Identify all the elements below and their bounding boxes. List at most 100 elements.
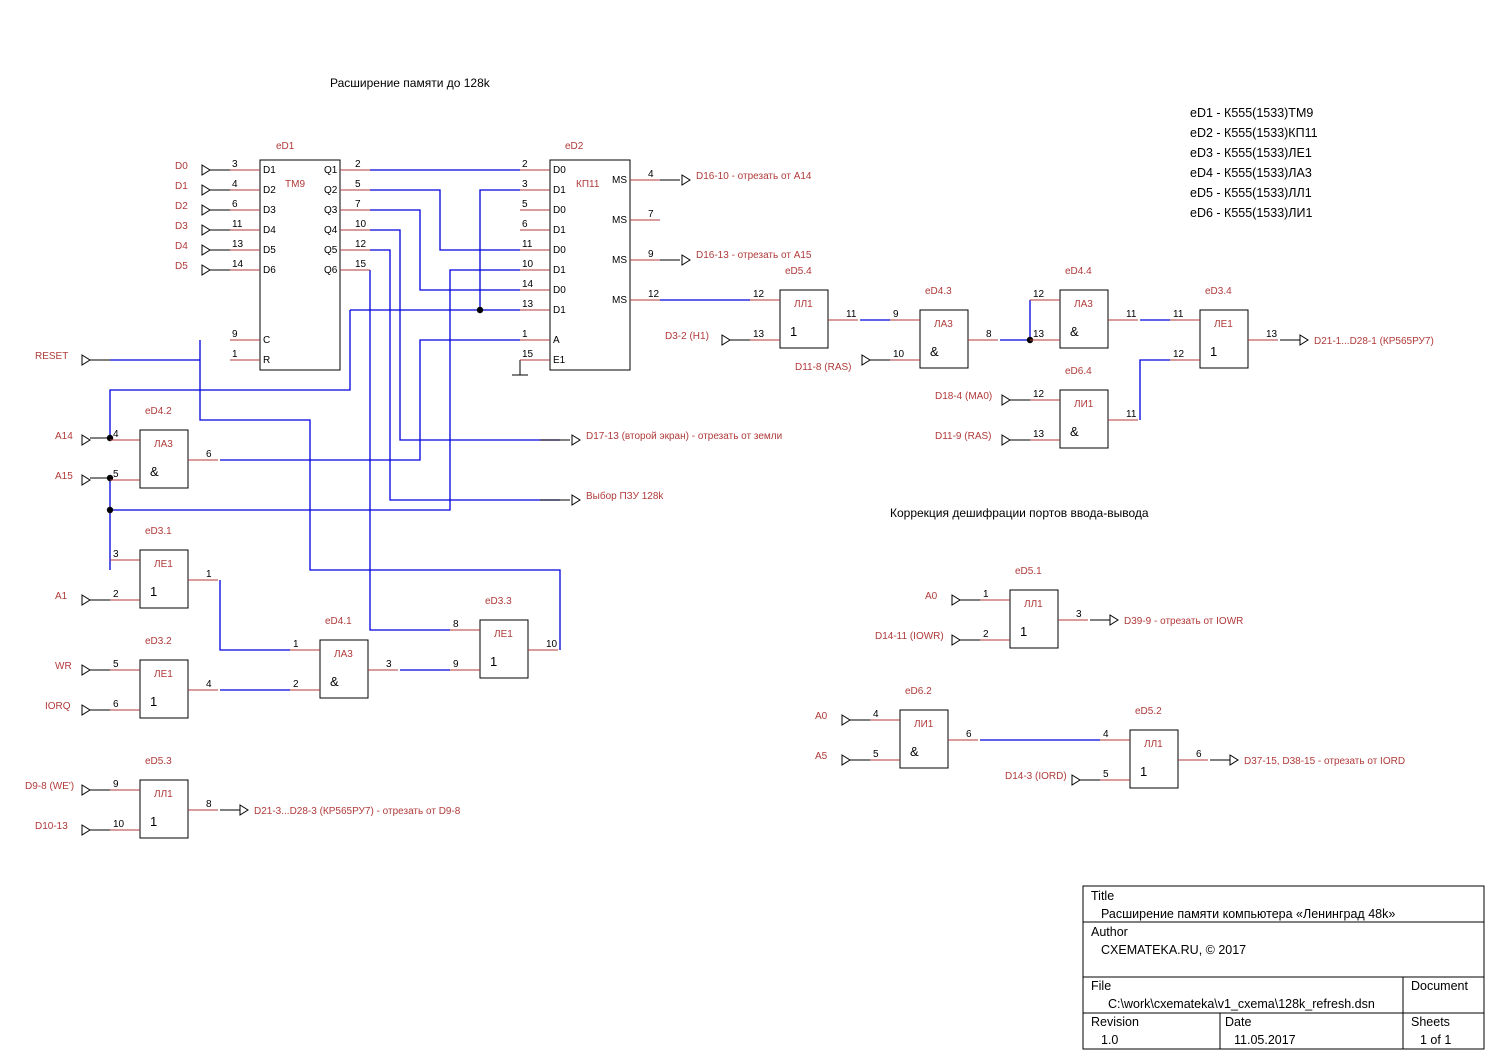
- port-d16-13[interactable]: D16-13 - отрезать от A15: [681, 250, 812, 266]
- gate-type: ЛИ1: [1074, 399, 1094, 410]
- ed1-output-pin[interactable]: Q12: [324, 159, 370, 176]
- port-reset[interactable]: RESET: [35, 351, 91, 366]
- ed2-input-pin[interactable]: 5D0: [520, 199, 566, 216]
- port-d17-13[interactable]: D17-13 (второй экран) - отрезать от земл…: [571, 431, 782, 446]
- pin-label: R: [263, 355, 270, 366]
- ed2-input-pin[interactable]: 3D1: [520, 179, 566, 196]
- ed1-output-pin[interactable]: Q37: [324, 199, 370, 216]
- gate-input-pin[interactable]: 12: [750, 289, 780, 301]
- wire-q5: [370, 249, 560, 501]
- ed2-output-pin[interactable]: MS7: [612, 209, 660, 226]
- pin-number: 13: [232, 239, 244, 250]
- chip-ed2[interactable]: eD2 КП11 2D03D15D06D111D010D114D013D11A1…: [520, 141, 660, 371]
- gate-input-pin[interactable]: 9: [450, 659, 480, 671]
- gate-input-pin[interactable]: 5WR: [55, 659, 140, 676]
- ed2-input-pin[interactable]: 1A: [520, 329, 560, 346]
- gate-input-pin[interactable]: 1A0: [925, 589, 1010, 606]
- gate-output-pin[interactable]: 3: [368, 659, 398, 671]
- port-arrow-icon: [721, 334, 731, 346]
- gate-output-pin[interactable]: 8: [968, 329, 998, 341]
- gate-input-pin[interactable]: 9: [890, 309, 920, 321]
- pin-label: D0: [553, 205, 566, 216]
- gate-output-pin[interactable]: 4: [188, 679, 218, 691]
- ed1-output-pin[interactable]: Q25: [324, 179, 370, 196]
- port-rom-select[interactable]: Выбор ПЗУ 128k: [571, 490, 664, 506]
- gate-input-pin[interactable]: 5A5: [815, 749, 900, 766]
- ed2-output-pin[interactable]: MS9: [612, 249, 660, 266]
- gate-input-pin[interactable]: 1: [290, 639, 320, 651]
- pin-label: A: [553, 335, 560, 346]
- gate-input-pin[interactable]: 3: [110, 549, 140, 561]
- gate-output-pin[interactable]: 6: [188, 449, 218, 461]
- gate-input-pin[interactable]: 4: [1100, 729, 1130, 741]
- gate-input-pin[interactable]: 8: [450, 619, 480, 631]
- gate-input-pin[interactable]: 12: [1170, 349, 1200, 361]
- gate-input-pin[interactable]: 2: [290, 679, 320, 691]
- ed2-input-pin[interactable]: 6D1: [520, 219, 566, 236]
- ed2-output-pin[interactable]: MS4: [612, 169, 660, 186]
- gate-input-pin[interactable]: 4A0: [815, 709, 900, 726]
- gate-input-pin[interactable]: 13: [1030, 329, 1060, 341]
- gate-input-pin[interactable]: 12: [1030, 289, 1060, 301]
- gate-output-pin[interactable]: 10: [528, 639, 558, 651]
- port-d16-10[interactable]: D16-10 - отрезать от A14: [681, 171, 812, 186]
- gate-output-pin[interactable]: 6: [948, 729, 978, 741]
- gate-input-pin[interactable]: 2A1: [55, 589, 140, 606]
- gate-output-pin[interactable]: 11: [1108, 309, 1138, 321]
- ed2-input-pin[interactable]: 2D0: [520, 159, 566, 176]
- pin-number: 1: [232, 349, 238, 360]
- gate-input-pin[interactable]: 11: [1170, 309, 1200, 321]
- pin-number: 2: [983, 629, 989, 640]
- pin-number: 12: [1173, 349, 1185, 360]
- gate-output-pin[interactable]: 11: [828, 309, 858, 321]
- gate-input-pin[interactable]: 9D9-8 (WE'): [25, 779, 140, 796]
- chip-type: КП11: [576, 179, 600, 190]
- gate-output-pin[interactable]: 11: [1108, 409, 1138, 421]
- gate-output-pin[interactable]: 1: [188, 569, 218, 581]
